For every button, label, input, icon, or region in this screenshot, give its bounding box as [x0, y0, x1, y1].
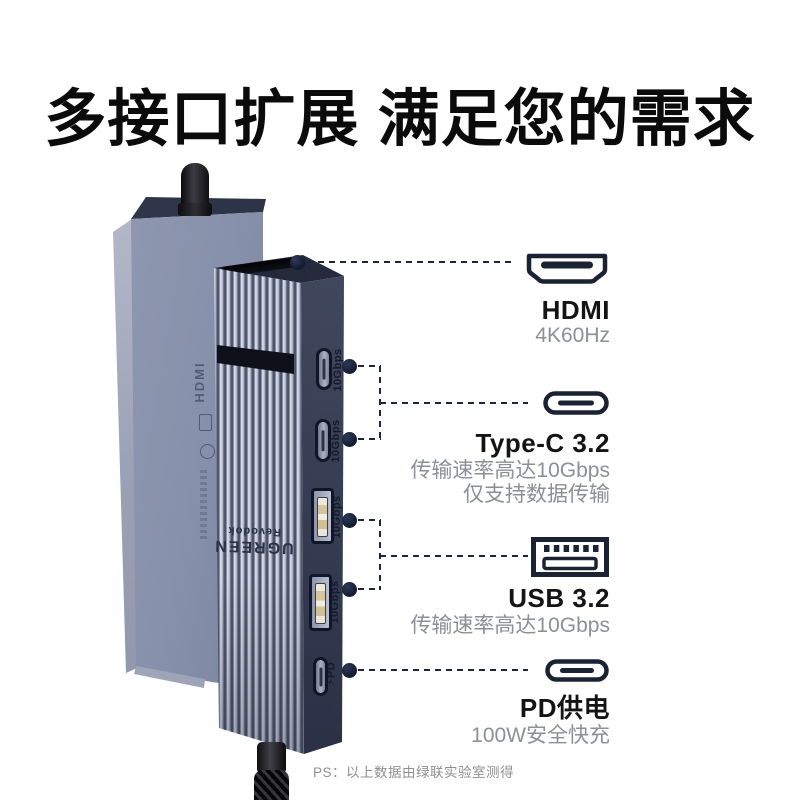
- leader-stub-usb-1: [358, 519, 381, 521]
- callout-dot-hdmi: [290, 255, 305, 270]
- usb-c-port-1: [316, 348, 332, 390]
- feature-typec-desc1: 传输速率高达10Gbps: [410, 459, 610, 482]
- pd-port: [313, 657, 328, 696]
- leader-line-hdmi: [307, 261, 516, 263]
- usb-a-icon: [410, 537, 609, 582]
- feature-hdmi-desc: 4K60Hz: [535, 324, 610, 347]
- back-device-cable-collar: [178, 203, 212, 216]
- hub-cable-strain-relief: [257, 742, 286, 774]
- callout-dot-typec-1: [342, 359, 357, 374]
- footnote: PS：以上数据由绿联实验室测得: [313, 765, 515, 780]
- feature-typec-name: Type-C 3.2: [475, 428, 610, 458]
- leader-stub-usb-2: [358, 588, 381, 590]
- brand-mark: UGREEN Revodok: [213, 523, 294, 557]
- leader-line-usb: [380, 555, 528, 557]
- usb-c-icon: [471, 659, 609, 687]
- pd-port-label: ⚡PD: [325, 661, 338, 687]
- hub-braided-cable: [254, 770, 289, 800]
- brand-ugreen: UGREEN: [213, 536, 295, 557]
- leader-line-typec: [380, 402, 528, 404]
- hdmi-icon: [525, 253, 609, 290]
- feature-usb: USB 3.2 传输速率高达10Gbps: [410, 537, 610, 638]
- usb-a-port-1-label: 10Gbps: [331, 495, 343, 539]
- leader-stub-typec-1: [358, 365, 381, 367]
- leader-stub-typec-2: [358, 438, 381, 440]
- feature-typec: Type-C 3.2 传输速率高达10Gbps 仅支持数据传输: [410, 391, 610, 507]
- feature-typec-desc2: 仅支持数据传输: [463, 483, 610, 506]
- usb-a-port-1: [311, 488, 334, 544]
- usb-a-port-1-contacts: [317, 497, 328, 537]
- usb-c-port-2-label: 10Gbps: [330, 419, 342, 463]
- weee-bin-icon: [199, 414, 212, 431]
- feature-pd: PD供电 100W安全快充: [471, 659, 610, 748]
- callout-dot-pd: [342, 663, 357, 678]
- usb-a-port-2-label: 10Gbps: [329, 580, 341, 624]
- regulatory-fine-print: [200, 470, 207, 542]
- callout-dot-usb-2: [342, 582, 357, 597]
- feature-pd-name: PD供电: [519, 693, 610, 723]
- callout-dot-typec-2: [342, 432, 357, 447]
- page-title: 多接口扩展 满足您的需求: [44, 85, 756, 154]
- callout-dot-usb-1: [342, 513, 357, 528]
- feature-hdmi-name: HDMI: [541, 295, 610, 325]
- usb-a-port-2: [309, 574, 332, 631]
- feature-hdmi: HDMI 4K60Hz: [525, 253, 610, 348]
- leader-line-pd: [358, 669, 528, 671]
- usb-c-port-2: [315, 419, 331, 462]
- feature-usb-name: USB 3.2: [508, 583, 610, 613]
- feature-pd-desc: 100W安全快充: [471, 724, 610, 747]
- usb-a-port-2-contacts: [315, 583, 326, 624]
- usb-c-icon: [410, 391, 609, 420]
- feature-usb-desc: 传输速率高达10Gbps: [410, 614, 610, 637]
- cert-circle-icon: [200, 444, 215, 459]
